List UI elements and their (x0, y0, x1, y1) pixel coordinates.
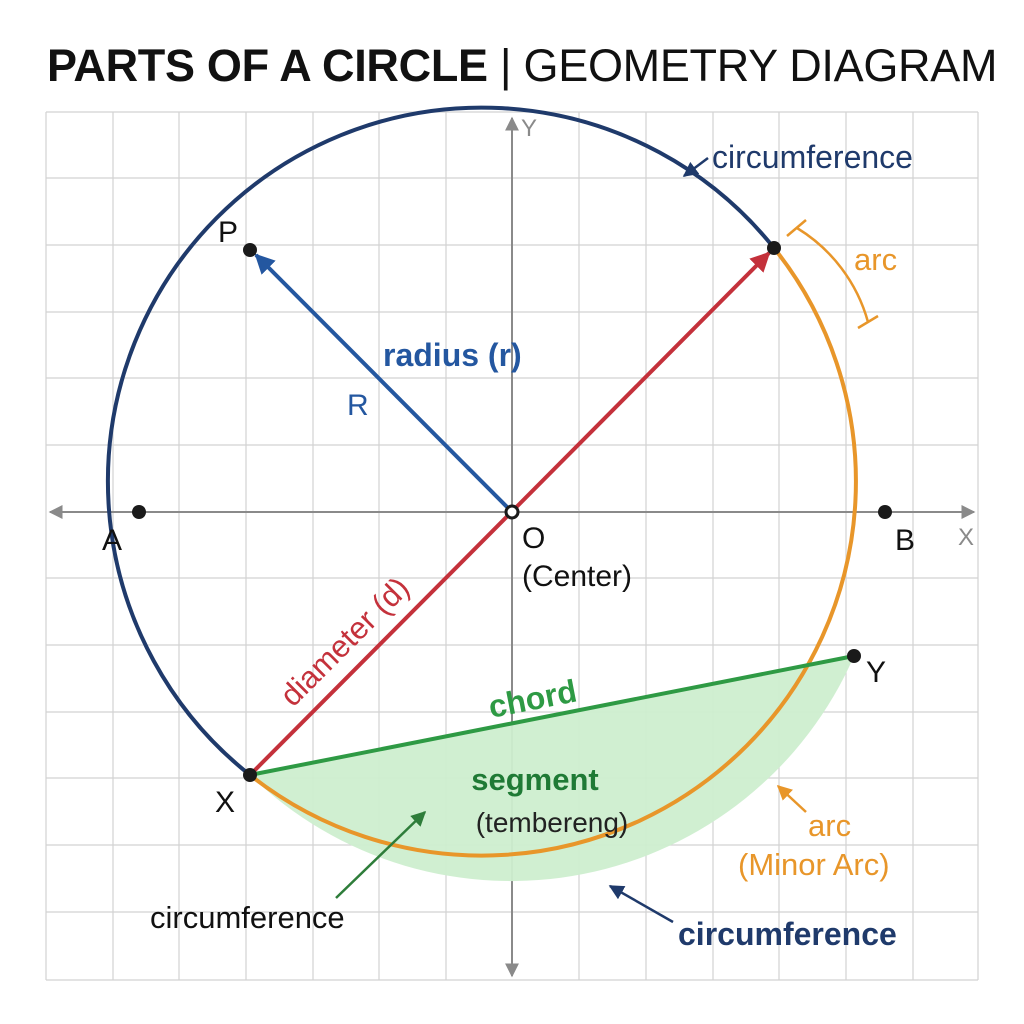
label-a: A (102, 524, 122, 557)
label-radius: radius (r) (383, 337, 522, 373)
radius-line (254, 253, 514, 514)
segment-region (250, 656, 854, 882)
circumference-left-arrow (335, 810, 427, 899)
label-arc-bottom: arc (808, 808, 851, 843)
label-circumference-top: circumference (712, 139, 913, 175)
title-separator: | (487, 40, 524, 91)
x-axis-label: X (958, 524, 974, 551)
y-axis-label: Y (521, 115, 537, 142)
label-b: B (895, 524, 915, 557)
label-circumference-left: circumference (150, 900, 345, 935)
title-main: PARTS OF A CIRCLE (47, 40, 488, 91)
label-x: X (215, 786, 235, 819)
title-sub: GEOMETRY DIAGRAM (523, 40, 998, 91)
label-segment-alt: (tembereng) (476, 807, 629, 838)
label-center: (Center) (522, 560, 632, 593)
circumference-top-arrow (682, 157, 709, 177)
label-p: P (218, 216, 238, 249)
label-segment: segment (471, 762, 598, 797)
label-diameter: diameter (d) (273, 570, 416, 713)
label-circumference-bottom: circumference (678, 916, 897, 952)
circumference-bottom-arrow (608, 884, 674, 924)
point-b (878, 505, 892, 519)
pointer-arrows (335, 157, 807, 924)
circle-circumference (105, 105, 776, 777)
point-a (132, 505, 146, 519)
point-p (243, 243, 257, 257)
minor-arc (248, 246, 858, 858)
label-o: O (522, 522, 545, 555)
label-radius-letter: R (347, 389, 369, 422)
points (132, 241, 892, 782)
point-top-right (767, 241, 781, 255)
point-o (504, 504, 520, 520)
point-x (243, 768, 257, 782)
page-title: PARTS OF A CIRCLE | GEOMETRY DIAGRAM (47, 38, 997, 94)
label-arc-top: arc (854, 242, 897, 277)
label-y: Y (866, 656, 886, 689)
point-y (847, 649, 861, 663)
label-minor-arc: (Minor Arc) (738, 847, 890, 882)
arc-bracket (786, 219, 879, 330)
minor-arc-arrow (776, 784, 807, 813)
chord-line (249, 654, 855, 777)
